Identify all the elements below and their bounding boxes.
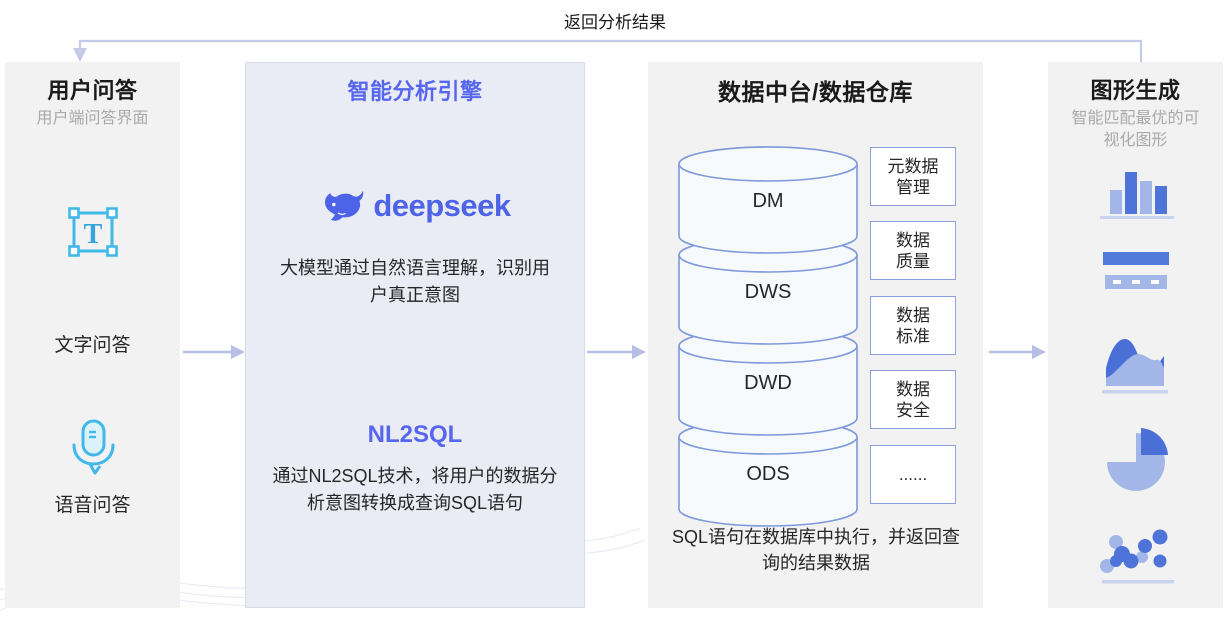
engine-description-1: 大模型通过自然语言理解，识别用户真正意图 [280,258,550,305]
voice-qa-label: 语音问答 [54,495,131,516]
panel-chart-generation-subtitle: 智能匹配最优的可视化图形 [1071,110,1200,149]
layer-label-dws: DWS [744,281,792,303]
warehouse-footnote: SQL语句在数据库中执行，并返回查询的结果数据 [671,527,961,573]
cylinder-dm [678,146,858,254]
panel-user-qa-subtitle: 用户端问答界面 [36,110,149,127]
governance-box-quality: 数据 质量 [870,221,956,280]
panel-analysis-engine-title: 智能分析引擎 [347,79,483,104]
panel-user-qa-title: 用户问答 [47,78,138,103]
panel-user-qa: 用户问答 用户端问答界面 T 文字问答 语音问答 [5,62,180,608]
governance-box-more: ...... [870,445,956,504]
text-qa-label: 文字问答 [54,335,131,356]
deepseek-logo: deepseek [246,188,584,224]
svg-text:T: T [84,219,103,250]
layer-label-dwd: DWD [744,372,792,394]
layer-label-ods: ODS [746,463,790,485]
nl2sql-title: NL2SQL [367,421,463,448]
governance-box-security: 数据 安全 [870,370,956,429]
bar-chart-icon [1100,172,1174,219]
panel-data-warehouse: 数据中台/数据仓库 DM DWS DWD ODS 元 [648,62,983,608]
deepseek-logo-text: deepseek [373,188,511,223]
layer-label-dm: DM [752,190,784,212]
panel-chart-generation: 图形生成 智能匹配最优的可视化图形 [1048,62,1223,608]
engine-description-2: 通过NL2SQL技术，将用户的数据分析意图转换成查询SQL语句 [272,466,558,513]
governance-box-standard: 数据 标准 [870,296,956,355]
governance-box-metadata: 元数据 管理 [870,147,956,206]
microphone-icon [72,419,115,475]
text-box-icon: T [68,207,118,257]
panel-chart-generation-title: 图形生成 [1090,78,1181,103]
panel-analysis-engine: 智能分析引擎 deepseek 大模型通过自然语言理解，识别用户真正意图 NL2… [245,62,585,608]
panel-data-warehouse-title: 数据中台/数据仓库 [718,79,913,105]
scatter-chart-icon [1100,529,1174,584]
pie-chart-icon [1107,428,1168,491]
database-cylinders [678,146,858,527]
area-chart-icon [1102,338,1168,394]
return-arrow-label: 返回分析结果 [564,13,666,32]
horizontal-bar-icon [1103,252,1169,289]
deepseek-whale-icon [325,190,364,221]
